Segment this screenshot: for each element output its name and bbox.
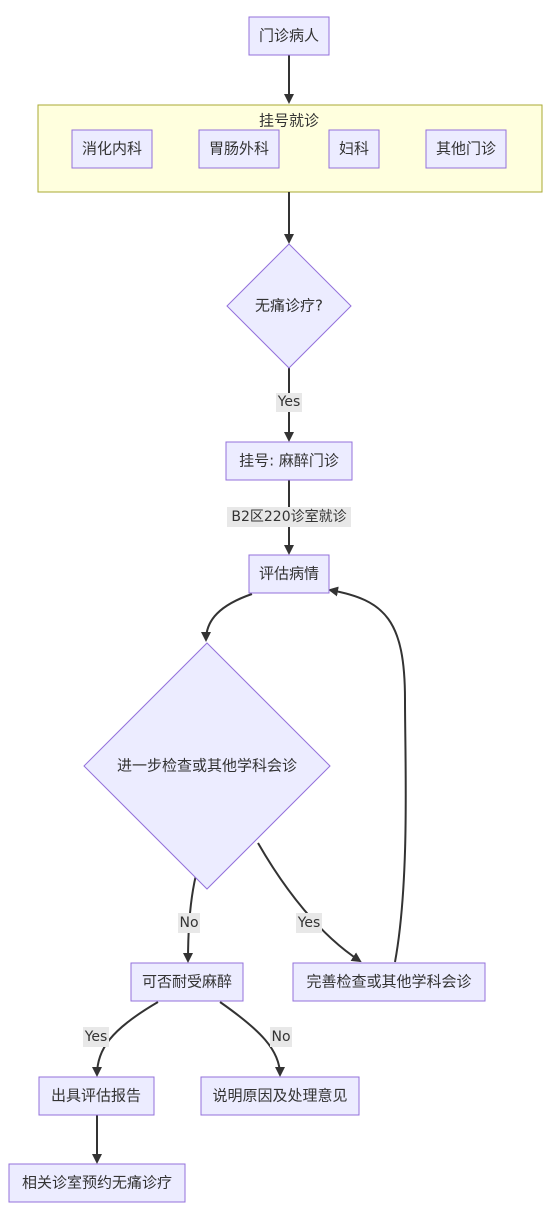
edge-assess-to-further (201, 593, 253, 642)
edge-label-tolerate-yes: Yes (83, 1027, 109, 1047)
node-explain-reason: 说明原因及处理意见 (200, 1076, 360, 1116)
node-other-clinic: 其他门诊 (425, 129, 507, 169)
svg-text:相关诊室预约无痛诊疗: 相关诊室预约无痛诊疗 (22, 1174, 172, 1192)
node-gastro: 消化内科 (71, 129, 153, 169)
svg-text:Yes: Yes (84, 1029, 108, 1045)
edge-label-further-yes: Yes (296, 913, 322, 933)
svg-text:评估病情: 评估病情 (259, 565, 319, 583)
svg-text:其他门诊: 其他门诊 (436, 140, 496, 158)
svg-text:No: No (179, 915, 198, 931)
svg-text:可否耐受麻醉: 可否耐受麻醉 (142, 973, 232, 991)
svg-text:妇科: 妇科 (339, 140, 369, 158)
node-painless-question: 无痛诊疗? (226, 243, 352, 369)
cluster-title: 挂号就诊 (259, 112, 319, 130)
svg-text:进一步检查或其他学科会诊: 进一步检查或其他学科会诊 (117, 757, 297, 775)
svg-text:Yes: Yes (297, 915, 321, 931)
edge-label-painless-yes: Yes (276, 393, 302, 412)
edges (92, 55, 407, 1164)
edge-tolerate-yes (92, 1001, 159, 1077)
svg-text:门诊病人: 门诊病人 (259, 27, 319, 45)
node-tolerate-question: 可否耐受麻醉 (130, 962, 244, 1002)
node-outpatient: 门诊病人 (248, 16, 330, 56)
svg-text:消化内科: 消化内科 (82, 140, 142, 158)
edge-tolerate-no (219, 1001, 285, 1077)
svg-text:B2区220诊室就诊: B2区220诊室就诊 (231, 508, 346, 525)
node-register-anesthesia: 挂号: 麻醉门诊 (225, 441, 353, 481)
edge-complete-back-to-assess (328, 586, 407, 963)
svg-text:胃肠外科: 胃肠外科 (209, 140, 269, 158)
svg-text:完善检查或其他学科会诊: 完善检查或其他学科会诊 (306, 973, 471, 991)
edge-label-further-no: No (178, 913, 200, 933)
svg-text:挂号: 麻醉门诊: 挂号: 麻醉门诊 (239, 452, 339, 470)
edge-label-tolerate-no: No (270, 1027, 292, 1047)
svg-text:说明原因及处理意见: 说明原因及处理意见 (212, 1087, 347, 1105)
node-gynecology: 妇科 (328, 129, 380, 169)
svg-text:无痛诊疗?: 无痛诊疗? (255, 297, 323, 315)
svg-text:出具评估报告: 出具评估报告 (51, 1087, 141, 1105)
svg-text:No: No (271, 1029, 290, 1045)
node-book-painless: 相关诊室预约无痛诊疗 (8, 1163, 186, 1203)
node-issue-report: 出具评估报告 (38, 1076, 155, 1116)
node-further-check-question: 进一步检查或其他学科会诊 (83, 642, 331, 890)
edge-label-clinic-location: B2区220诊室就诊 (227, 507, 351, 527)
edge-further-yes (257, 842, 362, 963)
svg-text:Yes: Yes (277, 394, 301, 410)
node-assess: 评估病情 (248, 554, 330, 594)
node-gi-surgery: 胃肠外科 (198, 129, 280, 169)
node-complete-check: 完善检查或其他学科会诊 (292, 962, 486, 1002)
